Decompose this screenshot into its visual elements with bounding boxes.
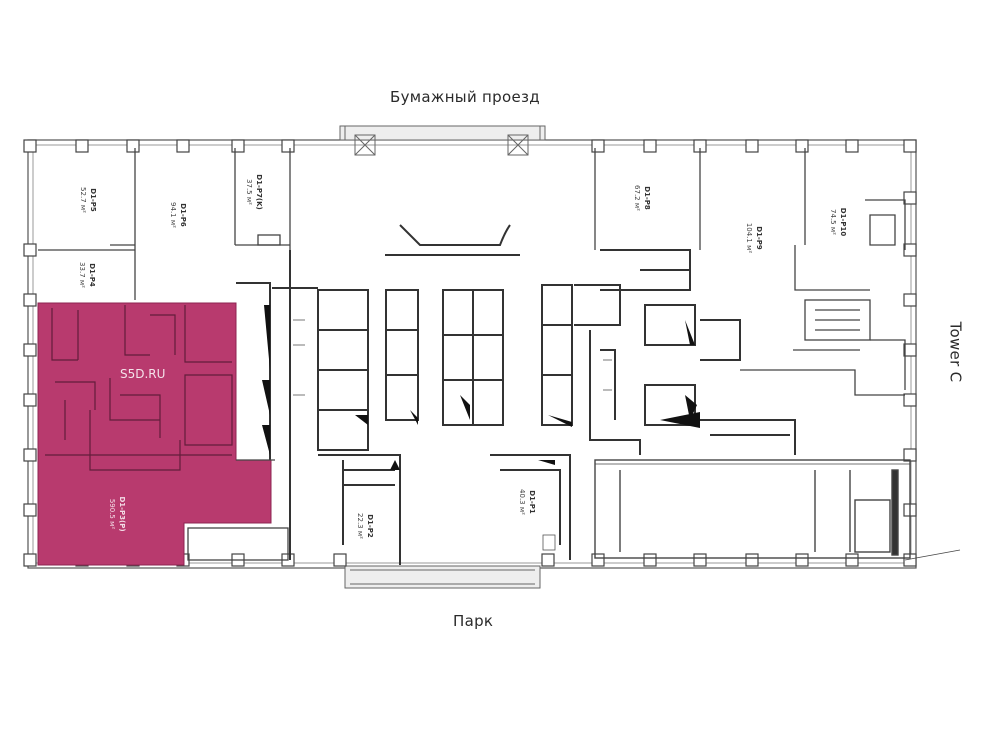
left-units-walls — [38, 148, 291, 300]
unit-area: 67.2 м² — [633, 185, 641, 211]
street-label-bottom: Парк — [453, 612, 494, 630]
unit-label-d1-p5[interactable]: D1-P5 52.7 м² — [78, 170, 98, 230]
column — [23, 243, 37, 257]
column — [903, 343, 917, 357]
unit-label-d1-p10[interactable]: D1-P10 74.5 м² — [828, 192, 848, 252]
column — [333, 553, 347, 567]
column — [23, 448, 37, 462]
unit-label-d1-p2[interactable]: D1-P2 22.3 м² — [355, 496, 375, 556]
column — [231, 139, 245, 153]
unit-d1-p3-highlight[interactable] — [37, 302, 272, 566]
unit-label-d1-p6[interactable]: D1-P6 94.1 м² — [168, 185, 188, 245]
column — [903, 293, 917, 307]
small-left-room — [187, 459, 289, 561]
column — [176, 139, 190, 153]
column — [23, 503, 37, 517]
unit-code: D1-P6 — [179, 203, 187, 227]
unit-code: D1-P10 — [839, 207, 847, 237]
unit-area: 52.7 м² — [79, 187, 87, 213]
core-walls — [236, 224, 796, 565]
column — [903, 393, 917, 407]
column — [845, 139, 859, 153]
unit-label-d1-p8[interactable]: D1-P8 67.2 м² — [632, 168, 652, 228]
unit-label-d1-p7k[interactable]: D1-P7(K) 37.5 м² — [244, 162, 264, 222]
column — [591, 553, 605, 567]
unit-code: D1-P4 — [88, 263, 96, 287]
street-label-top: Бумажный проезд — [390, 88, 540, 106]
column — [903, 243, 917, 257]
door-swings — [262, 305, 700, 470]
unit-label-d1-p4[interactable]: D1-P4 33.7 м² — [77, 245, 97, 305]
column — [75, 139, 89, 153]
column — [643, 139, 657, 153]
unit-label-d1-p1[interactable]: D1-P1 40.3 м² — [517, 472, 537, 532]
unit-code: D1-P5 — [89, 188, 97, 212]
column — [795, 139, 809, 153]
right-units-walls — [594, 148, 906, 396]
unit-area: 104.1 м² — [745, 222, 753, 254]
column — [903, 448, 917, 462]
unit-area: 590.5 м² — [108, 498, 116, 530]
unit-area: 22.3 м² — [356, 513, 364, 539]
column — [693, 553, 707, 567]
unit-area: 40.3 м² — [518, 489, 526, 515]
column — [23, 343, 37, 357]
unit-code: D1-P7(K) — [255, 174, 263, 210]
column — [23, 293, 37, 307]
street-label-right: Tower C — [946, 321, 965, 383]
column — [903, 191, 917, 205]
column — [591, 139, 605, 153]
unit-area: 74.5 м² — [829, 209, 837, 235]
column — [23, 393, 37, 407]
unit-code: D1-P1 — [528, 490, 536, 514]
column-grid — [23, 139, 917, 567]
column — [745, 553, 759, 567]
unit-area: 33.7 м² — [78, 262, 86, 288]
unit-code: D1-P8 — [643, 186, 651, 210]
column — [903, 139, 917, 153]
column — [281, 139, 295, 153]
unit-code: D1-P9 — [755, 226, 763, 250]
unit-area: 94.1 м² — [169, 202, 177, 228]
unit-code: D1-P3(P) — [118, 496, 126, 532]
unit-label-d1-p3p[interactable]: D1-P3(P) 590.5 м² — [107, 479, 127, 549]
column — [541, 553, 555, 567]
bottom-right-hall — [594, 459, 961, 561]
unit-code: D1-P2 — [366, 514, 374, 538]
column — [795, 553, 809, 567]
column — [23, 553, 37, 567]
column — [845, 553, 859, 567]
stairs — [293, 319, 612, 551]
column — [126, 139, 140, 153]
unit-area: 37.5 м² — [245, 179, 253, 205]
column — [23, 139, 37, 153]
column — [745, 139, 759, 153]
unit-label-d1-p9[interactable]: D1-P9 104.1 м² — [744, 206, 764, 270]
top-entrance — [339, 125, 546, 156]
column — [643, 553, 657, 567]
watermark-text: S5D.RU — [120, 367, 166, 381]
bottom-entrance — [344, 565, 541, 589]
